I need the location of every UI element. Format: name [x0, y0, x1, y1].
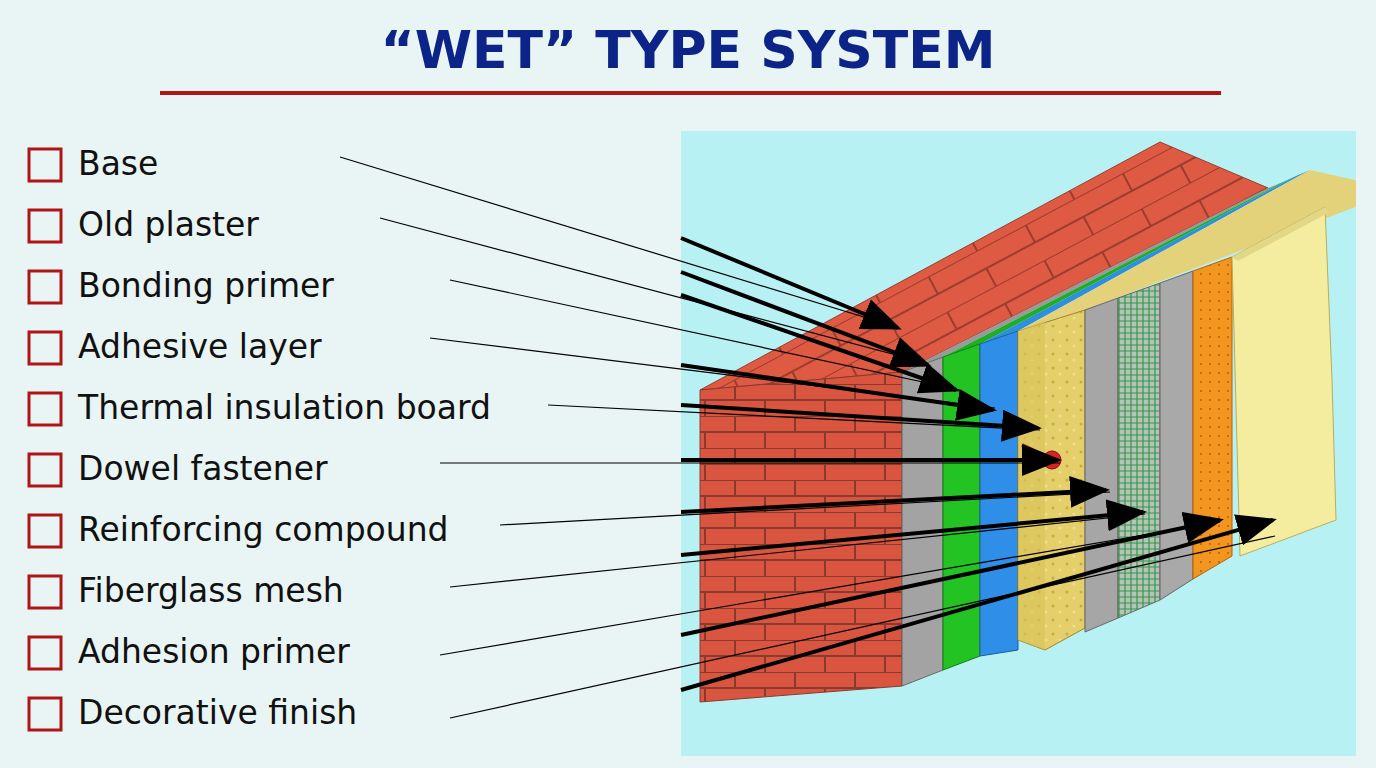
wall-layers [700, 142, 1356, 702]
part-name: Fiberglass mesh [78, 574, 344, 607]
part-name: Adhesive layer [78, 330, 322, 363]
part-name: Adhesion primer [78, 635, 350, 668]
part-name: Bonding primer [78, 269, 334, 302]
page-title: “WET” TYPE SYSTEM [0, 20, 1376, 80]
part-name: Reinforcing compound [78, 513, 449, 546]
title-rule [160, 91, 1221, 95]
part-name: Dowel fastener [78, 452, 328, 485]
part-name: Base [78, 147, 158, 180]
leader-lines [340, 157, 1275, 718]
part-name: Old plaster [78, 208, 259, 241]
checkboxes [29, 149, 61, 730]
part-name: Decorative finish [78, 696, 357, 729]
part-name: Thermal insulation board [78, 391, 491, 424]
pointer-arrows [681, 238, 1273, 690]
